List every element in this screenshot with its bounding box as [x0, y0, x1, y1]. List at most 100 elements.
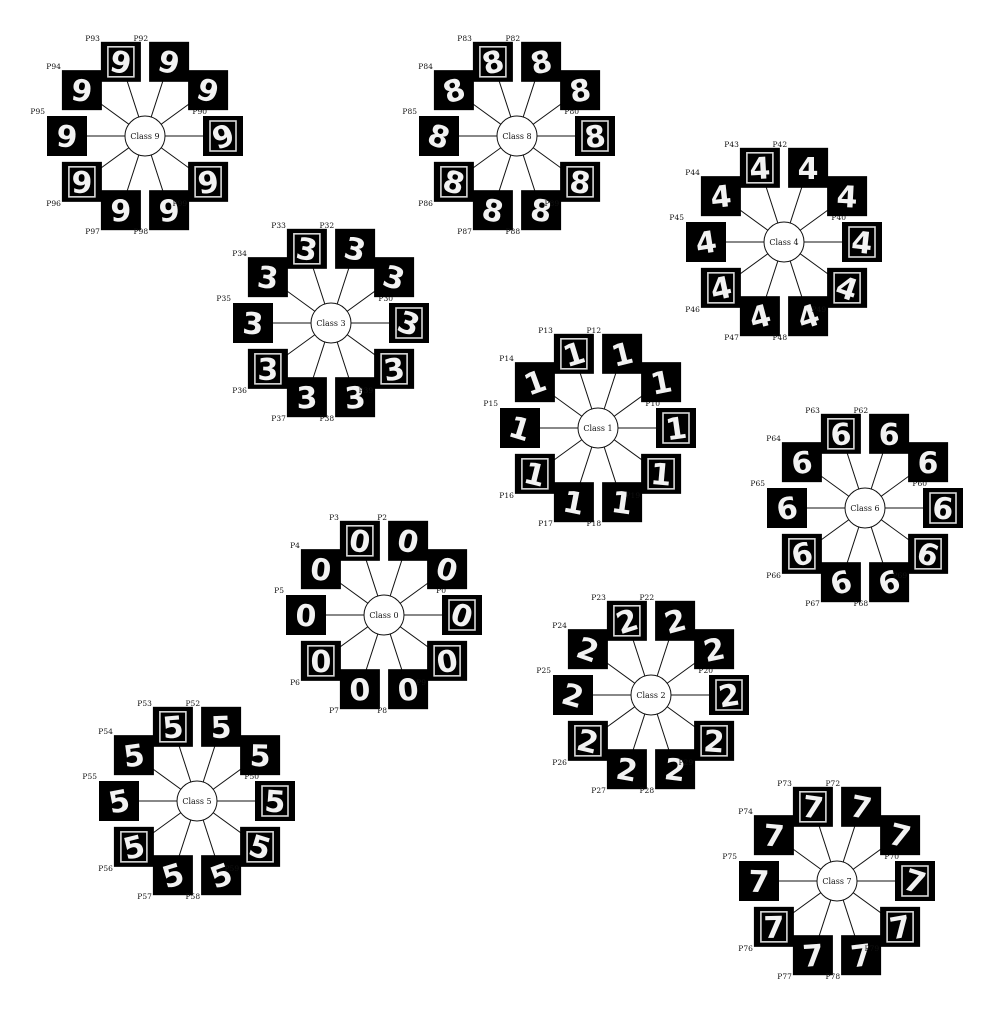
- class-label: Class 4: [769, 238, 798, 247]
- prototype-image-p63: 6: [820, 413, 861, 454]
- prototype-image-p98: 9: [149, 190, 190, 231]
- digit-glyph: 6: [878, 418, 899, 453]
- point-label: P97: [85, 227, 100, 236]
- point-label: P40: [831, 213, 846, 222]
- digit-glyph: 7: [801, 938, 824, 974]
- class-hub-circle: [816, 860, 858, 902]
- digit-glyph: 3: [241, 306, 264, 342]
- point-label: P34: [232, 249, 247, 258]
- prototype-image-p28: 2: [655, 749, 696, 789]
- point-label: P12: [587, 326, 602, 335]
- prototype-image-p83: 8: [472, 41, 513, 83]
- prototype-image-p54: 5: [113, 735, 154, 775]
- point-label: P0: [436, 586, 446, 595]
- class-label: Class 7: [822, 877, 851, 886]
- prototype-image-p36: 3: [247, 348, 288, 389]
- prototype-image-p32: 3: [335, 228, 376, 270]
- point-label: P64: [766, 434, 781, 443]
- point-label: P99: [173, 199, 188, 208]
- class-label: Class 1: [583, 424, 612, 433]
- prototype-image-p95: 9: [47, 116, 87, 156]
- class-label: Class 3: [316, 319, 345, 328]
- point-label: P87: [457, 227, 472, 236]
- prototype-image-p21: 2: [694, 629, 735, 670]
- prototype-image-p3: 0: [339, 520, 380, 561]
- point-label: P60: [912, 479, 927, 488]
- prototype-image-p33: 3: [286, 228, 327, 269]
- prototype-image-p58: 5: [201, 855, 242, 897]
- class-hub-circle: [577, 407, 619, 449]
- digit-glyph: 0: [309, 552, 333, 589]
- prototype-image-p62: 6: [869, 413, 910, 454]
- digit-glyph: 5: [249, 739, 270, 774]
- prototype-image-p34: 3: [247, 257, 288, 297]
- prototype-image-p31: 3: [374, 257, 415, 298]
- prototype-image-p88: 8: [521, 190, 562, 231]
- prototype-image-p99: 9: [188, 161, 229, 202]
- prototype-image-p29: 2: [694, 720, 735, 761]
- digit-glyph: 4: [836, 180, 859, 216]
- point-label: P75: [722, 852, 737, 861]
- digit-glyph: 7: [763, 911, 784, 946]
- point-label: P66: [766, 571, 781, 580]
- prototype-image-p13: 1: [553, 333, 594, 375]
- digit-glyph: 3: [255, 260, 280, 297]
- prototype-image-p46: 4: [700, 267, 741, 309]
- prototype-image-p81: 8: [560, 70, 601, 111]
- point-label: P4: [290, 541, 300, 550]
- digit-glyph: 0: [396, 672, 420, 709]
- point-label: P68: [854, 599, 869, 608]
- point-label: P98: [134, 227, 149, 236]
- prototype-image-p37: 3: [286, 377, 327, 418]
- prototype-image-p48: 4: [788, 296, 829, 337]
- point-label: P72: [826, 779, 841, 788]
- prototype-image-p17: 1: [553, 482, 594, 523]
- prototype-image-p70: 7: [895, 861, 935, 902]
- point-label: P73: [777, 779, 792, 788]
- prototype-image-p38: 3: [335, 377, 376, 418]
- digit-glyph: 3: [382, 352, 408, 390]
- point-label: P45: [669, 213, 684, 222]
- point-label: P14: [499, 354, 514, 363]
- digit-glyph: 0: [295, 598, 318, 634]
- prototype-image-p97: 9: [100, 190, 141, 231]
- point-label: P54: [98, 727, 113, 736]
- point-label: P62: [854, 406, 869, 415]
- prototype-image-p59: 5: [240, 826, 281, 868]
- point-label: P55: [82, 772, 97, 781]
- class-label: Class 9: [130, 132, 159, 141]
- digit-glyph: 3: [296, 381, 318, 417]
- prototype-image-p44: 4: [700, 176, 741, 217]
- point-label: P88: [506, 227, 521, 236]
- prototype-image-p69: 6: [908, 533, 949, 575]
- point-label: P7: [329, 706, 339, 715]
- prototype-image-p80: 8: [575, 116, 615, 156]
- digit-glyph: 3: [257, 353, 278, 388]
- digit-glyph: 1: [609, 485, 635, 523]
- point-label: P47: [724, 333, 739, 342]
- digit-glyph: 1: [649, 457, 673, 494]
- prototype-image-p40: 4: [842, 222, 882, 262]
- point-label: P5: [274, 586, 284, 595]
- digit-glyph: 9: [71, 165, 93, 201]
- class-label: Class 6: [850, 504, 879, 513]
- point-label: P46: [685, 305, 700, 314]
- cluster-class-6: 6P606P616P626P636P646P656P666P676P686P69…: [750, 406, 963, 608]
- point-label: P37: [271, 414, 286, 423]
- prototype-image-p35: 3: [233, 303, 273, 343]
- cluster-class-1: 1P101P111P121P131P141P151P161P171P181P19…: [483, 326, 696, 528]
- point-label: P19: [626, 491, 641, 500]
- prototype-image-p43: 4: [739, 147, 780, 188]
- point-label: P39: [359, 386, 374, 395]
- prototype-image-p51: 5: [240, 735, 281, 776]
- class-hub-circle: [844, 487, 886, 529]
- point-label: P35: [216, 294, 231, 303]
- point-label: P8: [377, 706, 387, 715]
- digit-glyph: 5: [210, 710, 232, 746]
- prototype-image-p41: 4: [827, 176, 868, 217]
- point-label: P36: [232, 386, 247, 395]
- class-label: Class 5: [182, 797, 211, 806]
- prototype-image-p57: 5: [152, 855, 193, 896]
- point-label: P69: [893, 571, 908, 580]
- point-label: P17: [538, 519, 553, 528]
